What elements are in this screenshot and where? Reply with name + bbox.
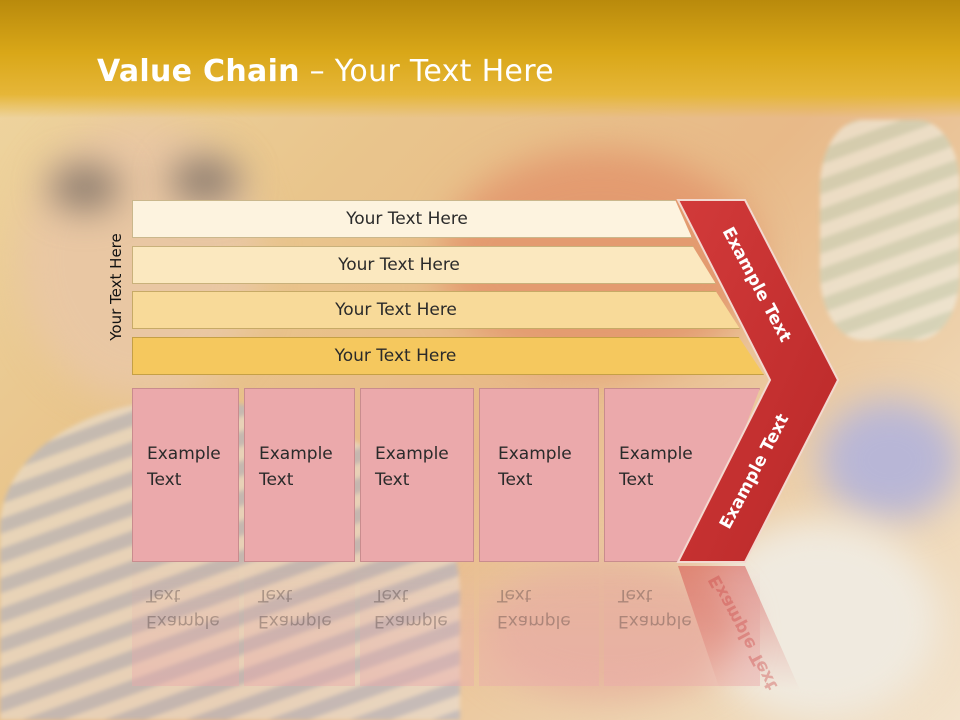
title-rest: – Your Text Here bbox=[299, 54, 554, 89]
slide-title: Value Chain – Your Text Here bbox=[97, 54, 554, 89]
box-5-line1: Example bbox=[619, 444, 693, 464]
box-2-line2: Text bbox=[259, 470, 294, 490]
box-5-line2: Text bbox=[619, 470, 654, 490]
title-bar bbox=[0, 0, 960, 118]
box-2-line1: Example bbox=[259, 444, 333, 464]
chevron-reflection bbox=[678, 566, 800, 690]
chevron-shape bbox=[676, 199, 840, 563]
box-3-line2: Text bbox=[375, 470, 410, 490]
band-4: Your Text Here bbox=[132, 337, 764, 375]
box-4-line1: Example bbox=[498, 444, 572, 464]
box-1-line2: Text bbox=[147, 470, 182, 490]
box-4-line2: Text bbox=[498, 470, 533, 490]
band-3: Your Text Here bbox=[132, 291, 740, 329]
band-1: Your Text Here bbox=[132, 200, 692, 238]
box-1-line1: Example bbox=[147, 444, 221, 464]
band-2: Your Text Here bbox=[132, 246, 716, 284]
title-bold: Value Chain bbox=[97, 54, 300, 89]
band-3-text: Your Text Here bbox=[335, 300, 457, 320]
band-2-text: Your Text Here bbox=[338, 255, 460, 275]
band-1-text: Your Text Here bbox=[346, 209, 468, 229]
box-3-line1: Example bbox=[375, 444, 449, 464]
band-4-text: Your Text Here bbox=[334, 346, 457, 366]
